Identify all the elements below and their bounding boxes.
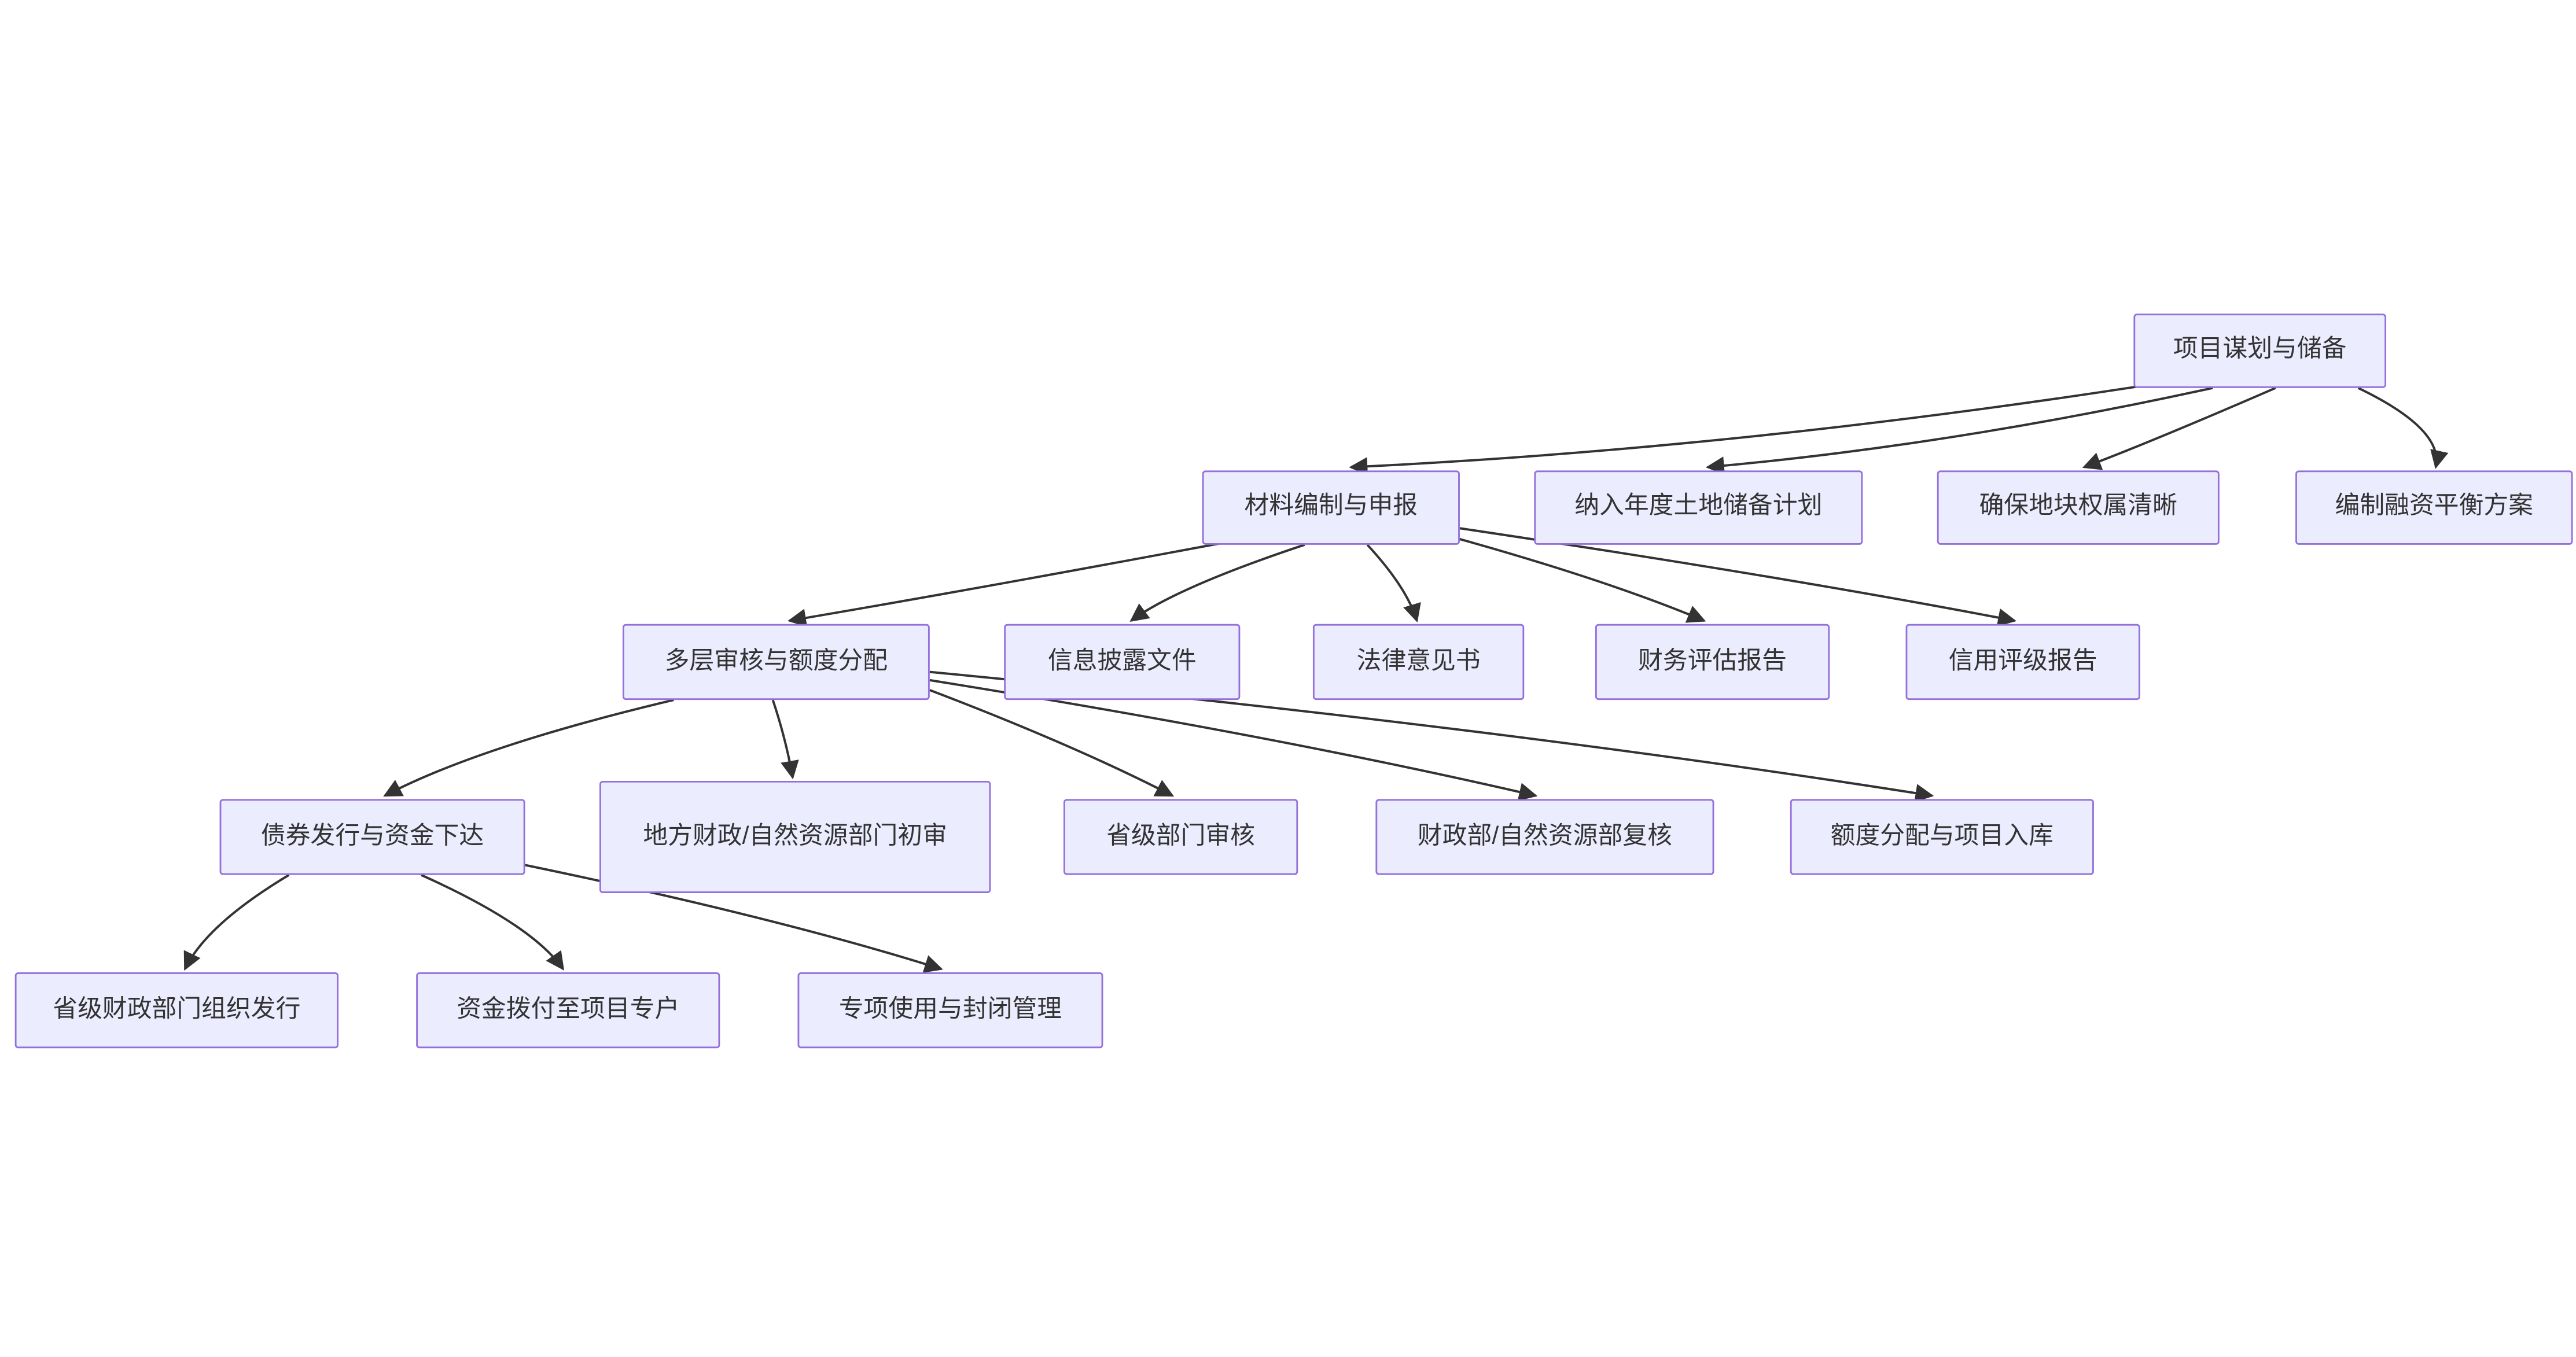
node-label: 财务评估报告 xyxy=(1638,647,1787,675)
node-land-ownership-clarity: 确保地块权属清晰 xyxy=(1937,470,2220,545)
node-multilevel-review-quota: 多层审核与额度分配 xyxy=(622,624,930,700)
node-annual-land-reserve-plan: 纳入年度土地储备计划 xyxy=(1534,470,1863,545)
node-label: 信用评级报告 xyxy=(1948,647,2097,675)
node-label: 材料编制与申报 xyxy=(1244,492,1418,521)
edge-project-to-material xyxy=(1349,384,2151,476)
node-bond-issuance-funds: 债券发行与资金下达 xyxy=(219,799,525,875)
edge-material-to-financial xyxy=(1456,537,1706,623)
edge-review-to-localreview xyxy=(771,699,799,780)
node-label: 编制融资平衡方案 xyxy=(2335,492,2534,521)
edge-project-to-landplan xyxy=(1705,386,2213,475)
node-local-preliminary-review: 地方财政/自然资源部门初审 xyxy=(599,780,991,894)
node-label: 项目谋划与储备 xyxy=(2173,335,2347,364)
node-label: 省级部门审核 xyxy=(1106,821,1256,850)
node-quota-allocation-storage: 额度分配与项目入库 xyxy=(1790,799,2094,875)
node-information-disclosure: 信息披露文件 xyxy=(1004,624,1241,700)
node-ministry-recheck: 财政部/自然资源部复核 xyxy=(1375,799,1714,875)
node-project-planning-reserve: 项目谋划与储备 xyxy=(2133,314,2387,388)
node-label: 多层审核与额度分配 xyxy=(664,647,888,675)
node-label: 财政部/自然资源部复核 xyxy=(1417,821,1672,850)
node-label: 额度分配与项目入库 xyxy=(1830,821,2054,850)
edge-bond-to-issuance xyxy=(183,873,290,971)
node-provincial-issuance: 省级财政部门组织发行 xyxy=(14,972,339,1049)
edge-material-to-review xyxy=(787,540,1231,628)
node-provincial-review: 省级部门审核 xyxy=(1063,799,1298,875)
node-label: 债券发行与资金下达 xyxy=(260,821,484,850)
node-credit-rating: 信用评级报告 xyxy=(1905,624,2140,700)
node-material-preparation: 材料编制与申报 xyxy=(1202,470,1460,545)
node-legal-opinion: 法律意见书 xyxy=(1312,624,1525,700)
edge-bond-to-transfer xyxy=(420,873,565,971)
node-label: 资金拨付至项目专户 xyxy=(457,995,680,1024)
node-label: 省级财政部门组织发行 xyxy=(53,995,301,1024)
node-label: 纳入年度土地储备计划 xyxy=(1574,492,1823,521)
node-label: 确保地块权属清晰 xyxy=(1979,492,2177,521)
edge-material-to-legal xyxy=(1366,544,1421,623)
node-label: 专项使用与封闭管理 xyxy=(838,995,1062,1024)
edge-material-to-disclosure xyxy=(1129,543,1305,622)
node-financial-evaluation: 财务评估报告 xyxy=(1595,624,1830,700)
node-fund-transfer-account: 资金拨付至项目专户 xyxy=(416,972,720,1049)
edge-project-to-ownership xyxy=(2082,386,2276,470)
node-label: 法律意见书 xyxy=(1356,647,1481,675)
edge-project-to-financebalance xyxy=(2357,386,2449,469)
edge-review-to-provincial xyxy=(929,689,1175,797)
node-label: 地方财政/自然资源部门初审 xyxy=(643,821,947,850)
node-special-use-management: 专项使用与封闭管理 xyxy=(797,972,1103,1049)
node-label: 信息披露文件 xyxy=(1047,647,1197,675)
node-financing-balance-plan: 编制融资平衡方案 xyxy=(2295,470,2573,545)
